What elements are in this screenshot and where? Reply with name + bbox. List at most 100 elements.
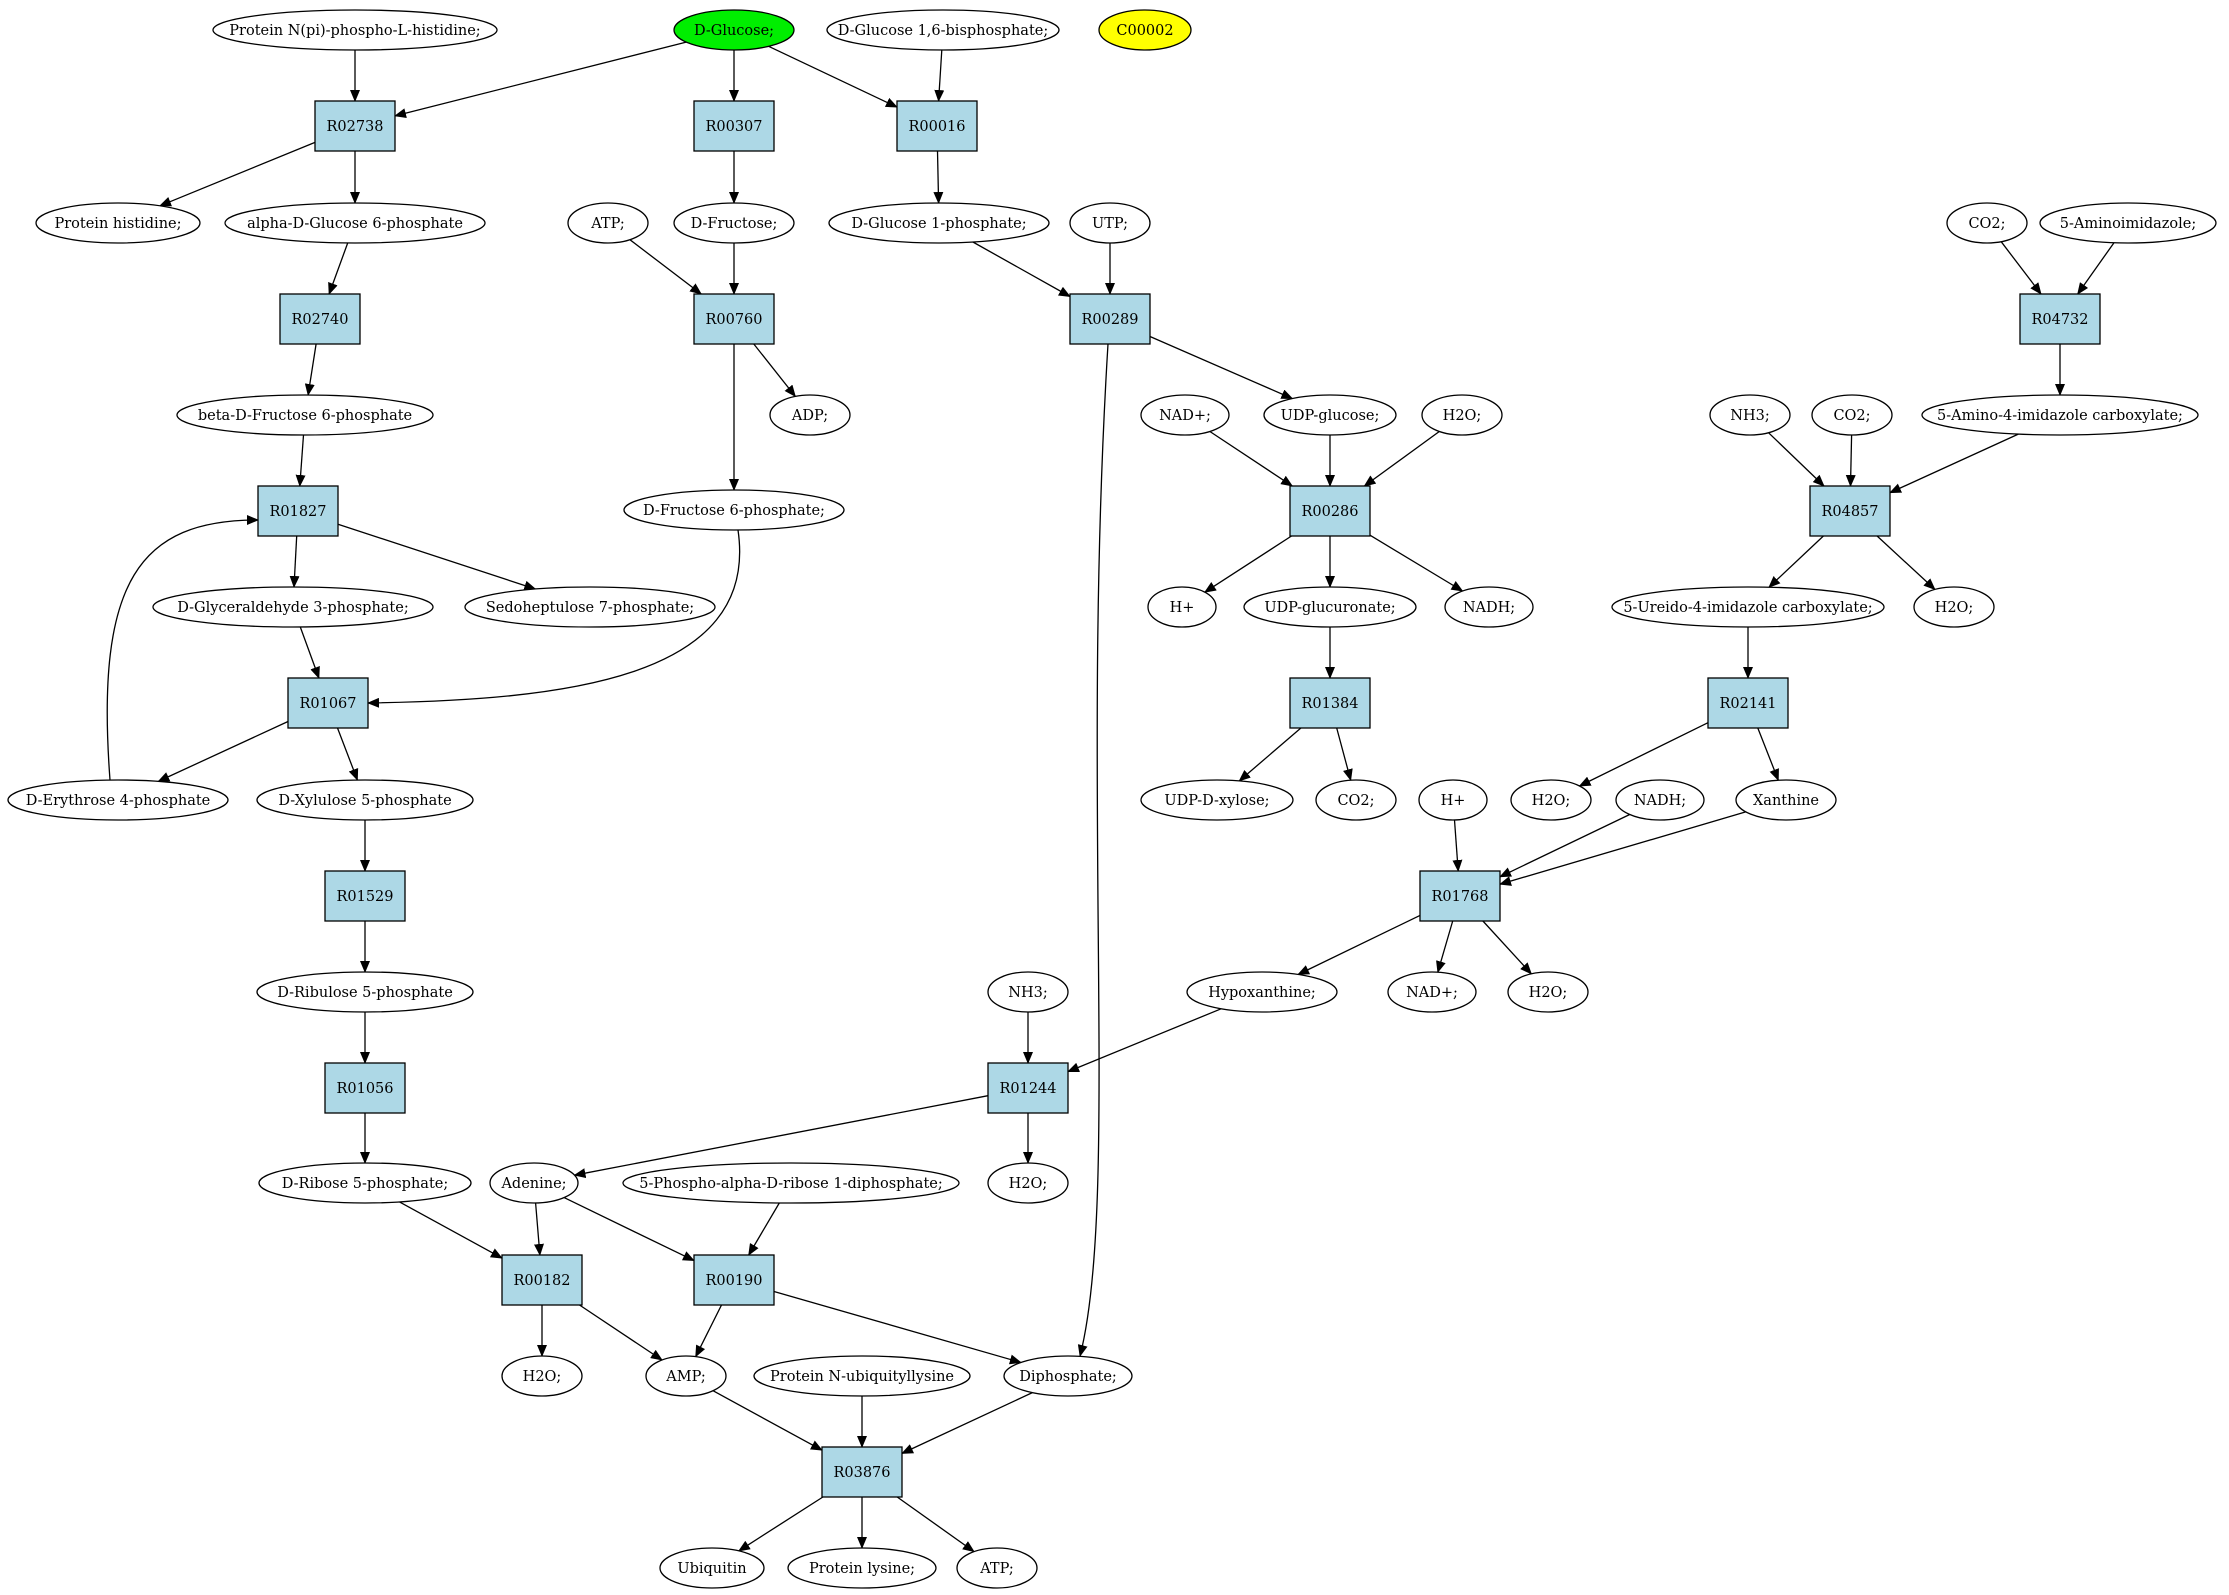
compound-node[interactable]: D-Glyceraldehyde 3-phosphate; — [152, 586, 434, 628]
compound-node[interactable]: NAD+; — [1140, 394, 1230, 436]
reaction-node[interactable]: R00286 — [1289, 485, 1371, 537]
compound-node[interactable]: Diphosphate; — [1003, 1355, 1133, 1397]
compound-label: CO2; — [1337, 793, 1374, 809]
compound-node[interactable]: H+ — [1147, 586, 1217, 628]
compound-node[interactable]: D-Glucose 1,6-bisphosphate; — [826, 9, 1060, 51]
compound-node[interactable]: H2O; — [1913, 586, 1995, 628]
compound-ellipse — [1507, 971, 1589, 1013]
compound-node[interactable]: C00002 — [1098, 9, 1192, 51]
compound-node[interactable]: D-Erythrose 4-phosphate — [7, 779, 229, 821]
reaction-node[interactable]: R02738 — [314, 100, 396, 152]
compound-node[interactable]: NADH; — [1444, 586, 1534, 628]
compound-node[interactable]: ATP; — [567, 202, 649, 244]
compound-node[interactable]: UDP-D-xylose; — [1140, 779, 1294, 821]
compound-node[interactable]: 5-Amino-4-imidazole carboxylate; — [1921, 394, 2199, 436]
reaction-node[interactable]: R04857 — [1809, 485, 1891, 537]
compound-node[interactable]: D-Xylulose 5-phosphate — [256, 779, 474, 821]
compound-node[interactable]: AMP; — [645, 1355, 727, 1397]
compound-node[interactable]: Adenine; — [489, 1162, 579, 1204]
compound-ellipse — [1263, 394, 1397, 436]
compound-label: NAD+; — [1159, 408, 1211, 424]
compound-node[interactable]: UDP-glucose; — [1263, 394, 1397, 436]
edge-5aminoimidazole-to-R04732 — [2077, 242, 2115, 295]
reaction-node[interactable]: R00760 — [693, 293, 775, 345]
reaction-node[interactable]: R02740 — [279, 293, 361, 345]
compound-label: UTP; — [1092, 216, 1128, 232]
reaction-node[interactable]: R01384 — [1289, 677, 1371, 729]
compound-ellipse — [1709, 394, 1791, 436]
reaction-box — [257, 485, 339, 537]
compound-ellipse — [2039, 202, 2217, 244]
reaction-node[interactable]: R00190 — [693, 1254, 775, 1306]
compound-node[interactable]: D-Ribulose 5-phosphate — [256, 971, 474, 1013]
compound-node[interactable]: Sedoheptulose 7-phosphate; — [464, 586, 716, 628]
reaction-node[interactable]: R00307 — [693, 100, 775, 152]
compound-node[interactable]: 5-Phospho-alpha-D-ribose 1-diphosphate; — [622, 1162, 960, 1204]
compound-node[interactable]: beta-D-Fructose 6-phosphate — [176, 394, 434, 436]
compound-node[interactable]: Protein lysine; — [787, 1547, 937, 1589]
compound-node[interactable]: ADP; — [769, 394, 851, 436]
compound-node[interactable]: D-Glucose 1-phosphate; — [828, 202, 1050, 244]
compound-label: H2O; — [1443, 408, 1482, 424]
compound-node[interactable]: H2O; — [1421, 394, 1503, 436]
compound-node[interactable]: D-Glucose; — [673, 9, 795, 51]
reaction-node[interactable]: R00016 — [896, 100, 978, 152]
reaction-node[interactable]: R00289 — [1069, 293, 1151, 345]
compound-node[interactable]: Ubiquitin — [659, 1547, 765, 1589]
compound-node[interactable]: D-Fructose; — [673, 202, 795, 244]
compound-node[interactable]: Hypoxanthine; — [1186, 971, 1338, 1013]
reaction-node[interactable]: R01056 — [324, 1062, 406, 1114]
compound-label: UDP-glucose; — [1281, 408, 1380, 424]
compound-node[interactable]: H2O; — [1507, 971, 1589, 1013]
compound-node[interactable]: CO2; — [1811, 394, 1893, 436]
edge-R04857-to-h2o2 — [1876, 535, 1936, 591]
compound-node[interactable]: UTP; — [1069, 202, 1151, 244]
compound-ellipse — [673, 202, 795, 244]
reaction-node[interactable]: R01827 — [257, 485, 339, 537]
reaction-node[interactable]: R03876 — [821, 1446, 903, 1498]
reaction-node[interactable]: R01529 — [324, 870, 406, 922]
compound-label: AMP; — [665, 1369, 705, 1385]
compound-node[interactable]: NADH; — [1615, 779, 1705, 821]
edge-de4p-to-R01827 — [106, 515, 259, 781]
compound-node[interactable]: UDP-glucuronate; — [1243, 586, 1417, 628]
reaction-label: R01827 — [269, 504, 326, 520]
compound-node[interactable]: NAD+; — [1387, 971, 1477, 1013]
reaction-node[interactable]: R01067 — [287, 677, 369, 729]
compound-node[interactable]: 5-Aminoimidazole; — [2039, 202, 2217, 244]
compound-node[interactable]: Protein N-ubiquityllysine — [753, 1355, 971, 1397]
compound-ellipse — [501, 1355, 583, 1397]
edge-g3p-to-R01067 — [299, 626, 320, 679]
compound-node[interactable]: Protein N(pi)-phospho-L-histidine; — [212, 9, 498, 51]
compound-label: NH3; — [1730, 408, 1769, 424]
compound-node[interactable]: H2O; — [1510, 779, 1592, 821]
reaction-node[interactable]: R01244 — [987, 1062, 1069, 1114]
compound-node[interactable]: 5-Ureido-4-imidazole carboxylate; — [1611, 586, 1885, 628]
compound-node[interactable]: CO2; — [1315, 779, 1397, 821]
compound-node[interactable]: H2O; — [501, 1355, 583, 1397]
compound-node[interactable]: H2O; — [987, 1162, 1069, 1204]
reaction-box — [279, 293, 361, 345]
compound-ellipse — [1098, 9, 1192, 51]
compound-node[interactable]: ATP; — [956, 1547, 1038, 1589]
reaction-box — [1289, 677, 1371, 729]
reaction-node[interactable]: R04732 — [2019, 293, 2101, 345]
compound-node[interactable]: alpha-D-Glucose 6-phosphate — [224, 202, 486, 244]
reaction-node[interactable]: R00182 — [501, 1254, 583, 1306]
compound-node[interactable]: NH3; — [987, 971, 1069, 1013]
compound-node[interactable]: CO2; — [1946, 202, 2028, 244]
reaction-node[interactable]: R01768 — [1419, 870, 1501, 922]
compound-node[interactable]: Protein histidine; — [35, 202, 201, 244]
compound-ellipse — [1615, 779, 1705, 821]
edge-R00182-to-amp — [579, 1304, 663, 1361]
compound-node[interactable]: NH3; — [1709, 394, 1791, 436]
compound-node[interactable]: Xanthine — [1735, 779, 1837, 821]
compound-label: NADH; — [1463, 600, 1515, 616]
compound-node[interactable]: D-Fructose 6-phosphate; — [623, 489, 845, 531]
reaction-node[interactable]: R02141 — [1707, 677, 1789, 729]
compound-label: H2O; — [1529, 985, 1568, 1001]
compound-node[interactable]: D-Ribose 5-phosphate; — [258, 1162, 472, 1204]
reaction-box — [1289, 485, 1371, 537]
compound-node[interactable]: H+ — [1418, 779, 1488, 821]
